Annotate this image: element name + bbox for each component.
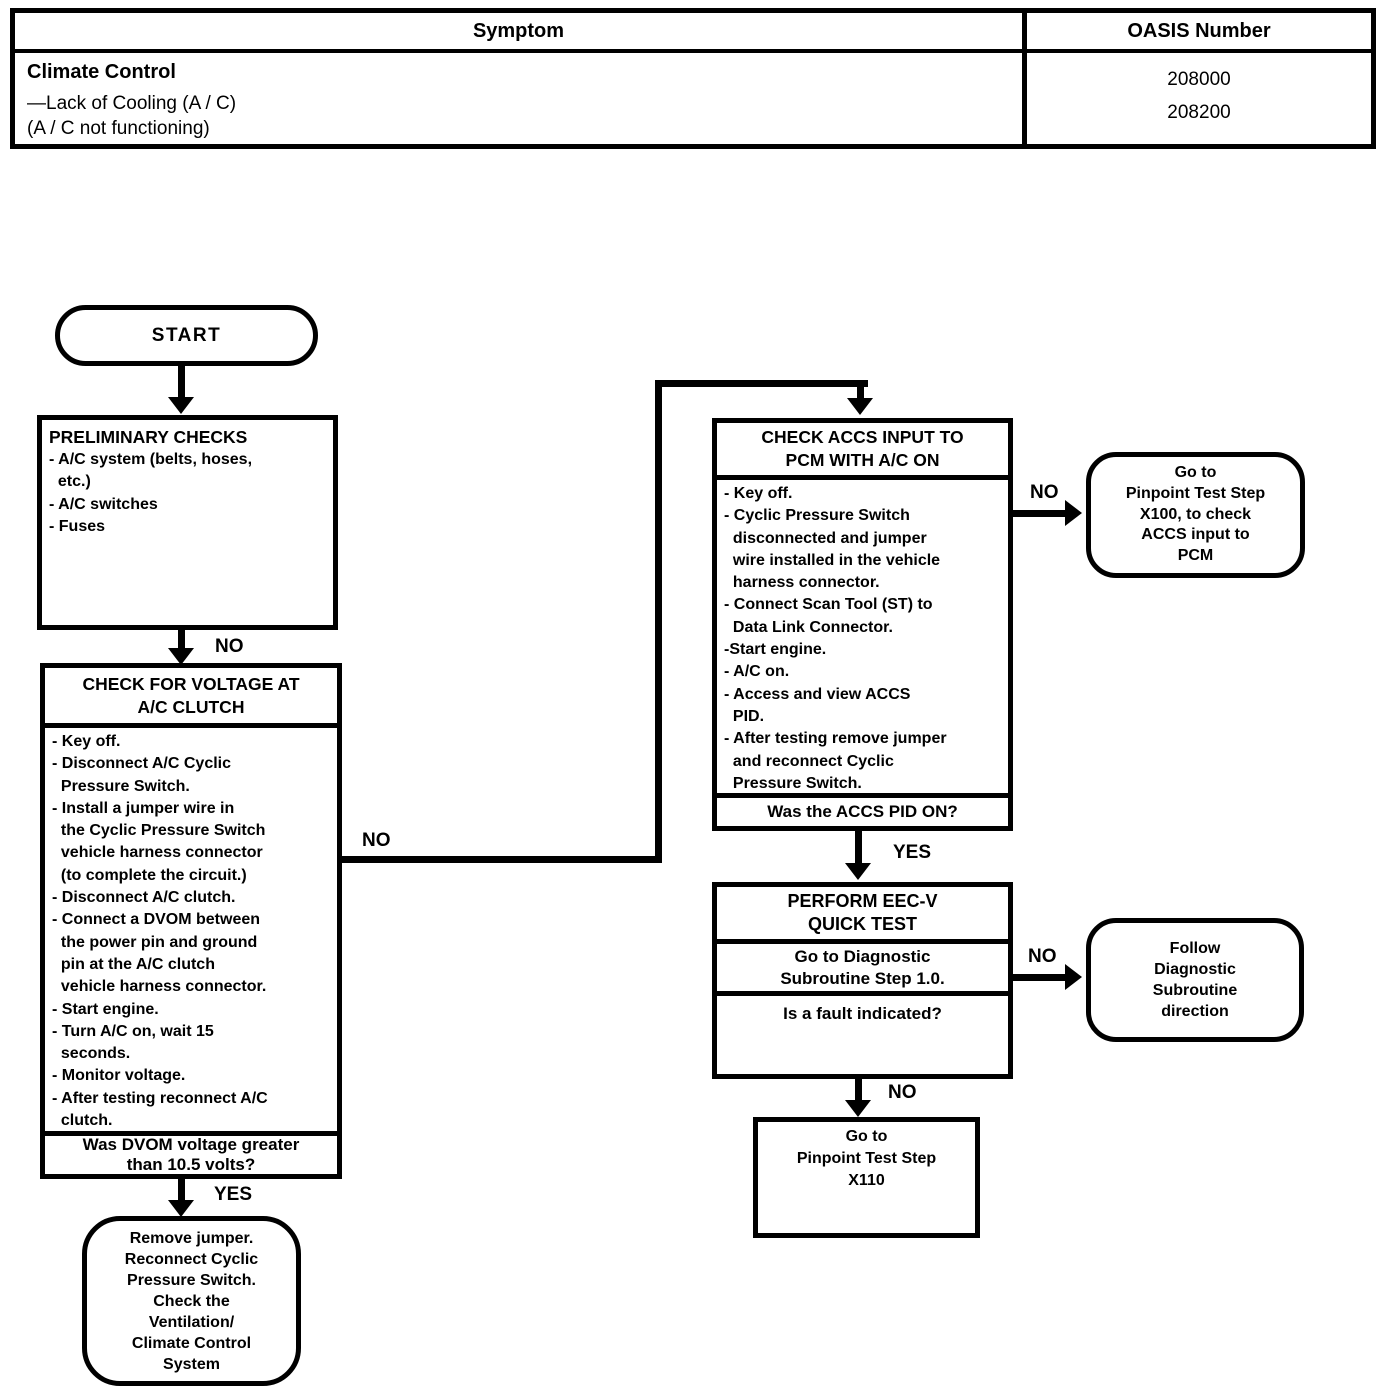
- connector-voltage-no-top: [655, 380, 868, 387]
- connector-voltage-removejumper: [178, 1179, 185, 1203]
- yes-label-accs: YES: [893, 842, 932, 863]
- preliminary-checks-list: - A/C system (belts, hoses, etc.) - A/C …: [49, 451, 253, 535]
- arrowhead-accs-x100: [1065, 500, 1082, 526]
- arrowhead-voltage-removejumper: [168, 1200, 194, 1217]
- symptom-column-header: Symptom: [472, 19, 565, 42]
- start-label: START: [151, 325, 222, 346]
- connector-accs-eecv: [855, 831, 862, 865]
- connector-start-prelim: [178, 365, 185, 399]
- perform-eecv-box: PERFORM EEC-V QUICK TEST Go to Diagnosti…: [712, 882, 1013, 1079]
- check-accs-box: CHECK ACCS INPUT TO PCM WITH A/C ON - Ke…: [712, 418, 1013, 831]
- follow-subroutine-text: Follow Diagnostic Subroutine direction: [1152, 940, 1238, 1020]
- arrowhead-prelim-voltage: [168, 648, 194, 665]
- check-voltage-title: CHECK FOR VOLTAGE AT A/C CLUTCH: [45, 668, 337, 728]
- symptom-cell: Climate Control —Lack of Cooling (A / C)…: [27, 59, 1017, 141]
- arrowhead-voltage-accs: [847, 398, 873, 415]
- perform-eecv-step: Go to Diagnostic Subroutine Step 1.0.: [717, 944, 1008, 996]
- table-column-divider: [1022, 13, 1027, 144]
- remove-jumper-text: Remove jumper. Reconnect Cyclic Pressure…: [124, 1229, 259, 1373]
- connector-voltage-no-horizontal: [342, 856, 658, 863]
- preliminary-checks-title: PRELIMINARY CHECKS: [49, 427, 248, 447]
- no-label-accs: NO: [1030, 482, 1059, 503]
- check-accs-title: CHECK ACCS INPUT TO PCM WITH A/C ON: [717, 423, 1008, 480]
- check-voltage-box: CHECK FOR VOLTAGE AT A/C CLUTCH - Key of…: [40, 663, 342, 1179]
- no-label-eecv-down: NO: [888, 1082, 917, 1103]
- no-label-eecv-right: NO: [1028, 946, 1057, 967]
- goto-x110-box: Go to Pinpoint Test Step X110: [753, 1117, 980, 1238]
- preliminary-checks-box: PRELIMINARY CHECKS - A/C system (belts, …: [37, 415, 338, 630]
- no-label-prelim: NO: [215, 636, 244, 657]
- symptom-table: Symptom OASIS Number Climate Control —La…: [10, 8, 1376, 149]
- goto-x100-terminal: Go to Pinpoint Test Step X100, to check …: [1086, 452, 1305, 578]
- check-voltage-steps: - Key off. - Disconnect A/C Cyclic Press…: [52, 733, 268, 1130]
- symptom-line-1: Climate Control: [27, 61, 176, 83]
- arrowhead-accs-eecv: [845, 863, 871, 880]
- arrowhead-eecv-x110: [845, 1100, 871, 1117]
- table-header-divider: [15, 49, 1371, 53]
- check-accs-question: Was the ACCS PID ON?: [717, 793, 1008, 826]
- symptom-line-3: (A / C not functioning): [27, 118, 210, 139]
- perform-eecv-question: Is a fault indicated?: [783, 1004, 942, 1023]
- oasis-number-1: 208000: [1167, 69, 1231, 90]
- arrowhead-eecv-follow: [1065, 964, 1082, 990]
- no-label-voltage: NO: [362, 830, 391, 851]
- remove-jumper-terminal: Remove jumper. Reconnect Cyclic Pressure…: [82, 1216, 301, 1386]
- oasis-column-header: OASIS Number: [1127, 19, 1271, 42]
- connector-accs-x100: [1013, 510, 1067, 517]
- oasis-number-2: 208200: [1167, 102, 1231, 123]
- connector-eecv-follow: [1013, 974, 1067, 981]
- start-terminal: START: [55, 305, 318, 366]
- perform-eecv-title: PERFORM EEC-V QUICK TEST: [717, 887, 1008, 944]
- yes-label-voltage: YES: [214, 1184, 253, 1205]
- connector-eecv-x110: [855, 1079, 862, 1102]
- connector-prelim-voltage: [178, 630, 185, 650]
- connector-voltage-no-stub: [857, 380, 864, 400]
- check-voltage-question: Was DVOM voltage greater than 10.5 volts…: [45, 1131, 337, 1174]
- goto-x100-text: Go to Pinpoint Test Step X100, to check …: [1125, 464, 1266, 565]
- arrowhead-start-prelim: [168, 397, 194, 414]
- symptom-line-2: —Lack of Cooling (A / C): [27, 93, 237, 114]
- goto-x110-text: Go to Pinpoint Test Step X110: [796, 1128, 937, 1189]
- connector-voltage-no-vertical: [655, 380, 662, 863]
- check-accs-steps: - Key off. - Cyclic Pressure Switch disc…: [724, 485, 947, 792]
- oasis-cell: 208000 208200: [1027, 67, 1371, 133]
- follow-subroutine-terminal: Follow Diagnostic Subroutine direction: [1086, 918, 1304, 1042]
